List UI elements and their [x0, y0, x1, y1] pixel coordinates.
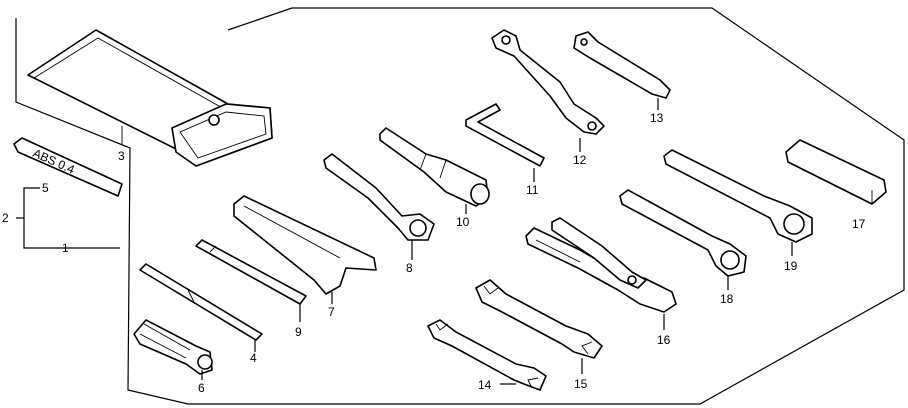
hex-key — [465, 103, 545, 182]
callout-17: 17 — [852, 217, 866, 231]
box-wrench-19 — [663, 149, 813, 256]
pliers — [525, 217, 677, 330]
box-wrench-18 — [619, 189, 747, 290]
callout-1: 1 — [62, 241, 69, 255]
callout-16: 16 — [657, 333, 671, 347]
pin-spanner — [233, 195, 377, 304]
frame-border — [15, 7, 905, 405]
plate-text: ABS 0.4 — [31, 146, 77, 177]
callout-4: 4 — [250, 351, 257, 365]
spark-plug-wrench — [379, 127, 490, 214]
screwdriver-handle — [133, 319, 213, 380]
callout-19: 19 — [784, 259, 798, 273]
callout-5: 5 — [42, 181, 49, 195]
wrench-14 — [427, 319, 547, 391]
callout-18: 18 — [720, 292, 734, 306]
callout-10: 10 — [456, 215, 470, 229]
screwdriver-shaft — [139, 263, 263, 352]
grip-sleeve — [785, 139, 887, 205]
callout-11: 11 — [526, 183, 539, 197]
wrench-13 — [573, 31, 671, 110]
offset-box-wrench — [323, 153, 435, 260]
tool-bag — [27, 29, 273, 167]
callout-15: 15 — [574, 377, 588, 391]
callout-8: 8 — [406, 261, 413, 275]
bracket-1-2-5 — [16, 187, 120, 249]
callout-2: 2 — [2, 211, 9, 225]
callout-7: 7 — [328, 305, 335, 319]
callout-6: 6 — [198, 381, 205, 395]
callout-13: 13 — [650, 111, 664, 125]
callout-12: 12 — [573, 153, 587, 167]
extension-bar — [195, 239, 307, 322]
callout-3: 3 — [118, 149, 125, 163]
callout-9: 9 — [295, 325, 302, 339]
double-box-wrench — [491, 29, 605, 152]
callout-14: 14 — [478, 378, 492, 392]
wrench-15 — [475, 279, 603, 374]
identification-plate: ABS 0.4 — [13, 137, 123, 197]
